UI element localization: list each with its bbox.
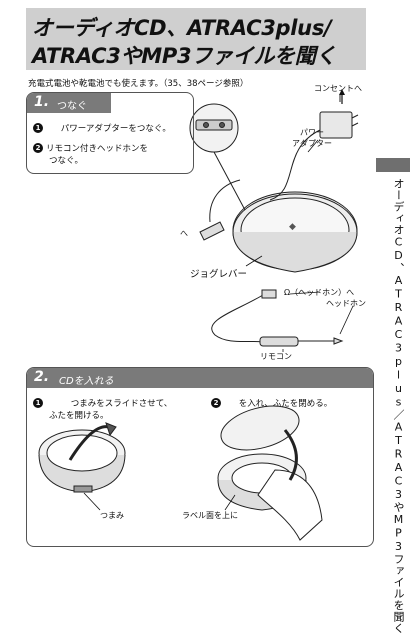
section-insert-cd: 2. CDを入れる 1 つまみをスライドさせて、 ふたを開ける。 2 を入れ、ふ… bbox=[26, 367, 374, 547]
intro-note: 充電式電池や乾電池でも使えます。（35、38ページ参照） bbox=[28, 79, 249, 89]
section-connect-number: 1. bbox=[34, 94, 50, 110]
step-open-lid: 1 つまみをスライドさせて、 ふたを開ける。 bbox=[33, 398, 172, 422]
label-headphones: ヘッドホン bbox=[326, 299, 366, 308]
dc-plug-illustration bbox=[199, 179, 241, 241]
label-jog-lever: ジョグレバー bbox=[190, 269, 248, 280]
step-connect-headphones-line2: つなぐ。 bbox=[49, 156, 84, 166]
step-open-lid-marker: 1 bbox=[33, 398, 43, 408]
section-insert-cd-header: 2. CDを入れる bbox=[27, 368, 373, 388]
step-insert-cd-text: を入れ、ふたを閉める。 bbox=[238, 399, 333, 409]
step-insert-cd: 2 を入れ、ふたを閉める。 bbox=[211, 398, 332, 410]
label-knob: つまみ bbox=[100, 511, 124, 520]
page-title-line2: ATRAC3やMP3ファイルを聞く bbox=[32, 44, 337, 68]
cd-player-illustration: ◆ bbox=[232, 191, 358, 273]
label-label-side-up: ラベル面を上に bbox=[182, 511, 238, 520]
label-power-adapter: パワー アダプター bbox=[292, 127, 332, 149]
title-band bbox=[26, 8, 366, 70]
side-tab bbox=[376, 158, 410, 172]
section-insert-cd-number: 2. bbox=[34, 369, 50, 385]
step-open-lid-line2: ふたを開ける。 bbox=[49, 411, 109, 421]
section-connect-header: 1. つなぐ bbox=[27, 93, 111, 113]
side-chapter-title: オーディオCD、ATRAC3plus／ATRAC3やMP3ファイルを聞く bbox=[392, 178, 405, 634]
page-title-line1: オーディオCD、ATRAC3plus/ bbox=[32, 16, 332, 40]
label-outlet: コンセントへ bbox=[314, 84, 362, 93]
section-connect-heading: つなぐ bbox=[57, 101, 87, 112]
step-connect-power: 1 パワーアダプターをつなぐ。 bbox=[33, 123, 171, 135]
label-to: へ bbox=[180, 229, 188, 238]
headphone-cable-illustration bbox=[211, 289, 344, 347]
svg-text:◆: ◆ bbox=[289, 222, 296, 232]
insert-cd-illustration bbox=[217, 405, 323, 541]
step-open-lid-line1: つまみをスライドさせて、 bbox=[70, 399, 173, 409]
label-power-adapter-line1: パワー bbox=[300, 128, 324, 137]
label-remote: リモコン bbox=[260, 352, 292, 361]
jack-zoom-illustration bbox=[189, 103, 246, 211]
step-insert-cd-marker: 2 bbox=[211, 398, 221, 408]
illustration-layer: ◆ bbox=[38, 89, 359, 541]
step-connect-power-text: パワーアダプターをつなぐ。 bbox=[60, 124, 171, 134]
label-headphone-jack: Ω（ヘッドホン）へ bbox=[284, 288, 355, 297]
label-power-adapter-line2: アダプター bbox=[292, 139, 332, 148]
section-insert-cd-heading: CDを入れる bbox=[59, 376, 114, 387]
open-lid-illustration bbox=[38, 422, 126, 493]
step-marker-2: 2 bbox=[33, 143, 43, 153]
step-marker-1: 1 bbox=[33, 123, 43, 133]
power-adapter-illustration bbox=[269, 94, 359, 201]
remote-illustration bbox=[259, 336, 299, 347]
step-connect-headphones-line1: リモコン付きヘッドホンを bbox=[46, 144, 149, 154]
